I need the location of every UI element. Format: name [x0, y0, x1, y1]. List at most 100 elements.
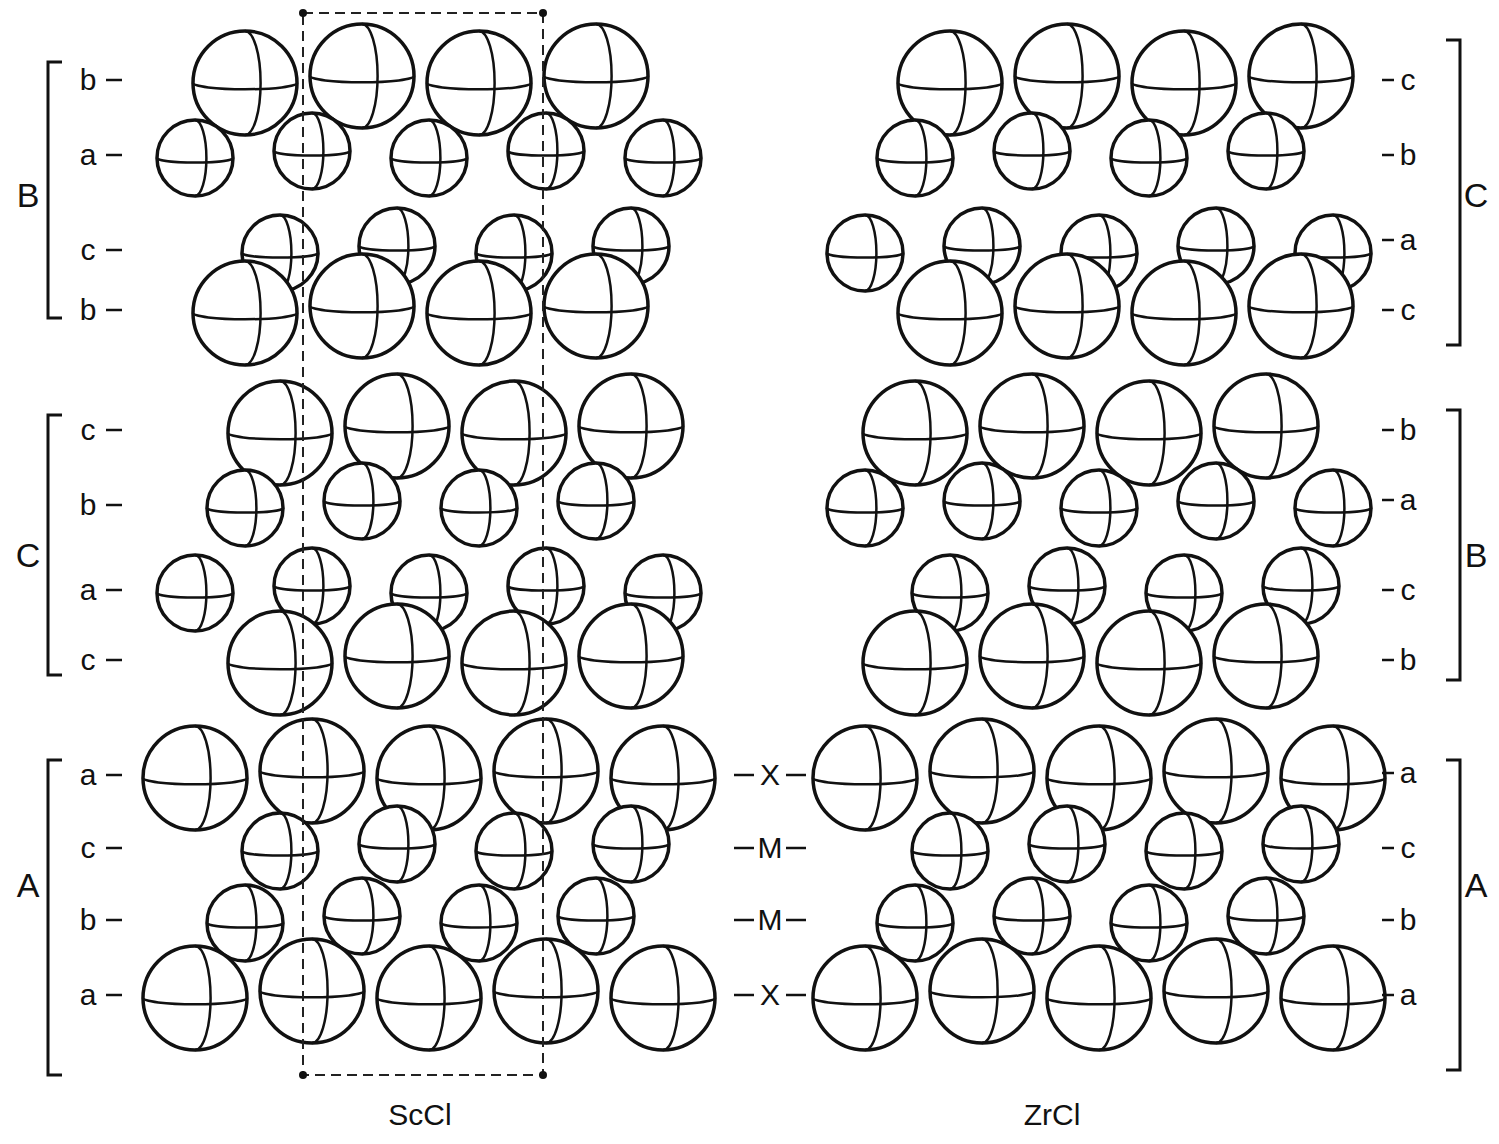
- metal-atom: [441, 885, 517, 961]
- layer-letter: c: [81, 235, 96, 265]
- block-letter: A: [17, 868, 40, 902]
- atom-equator: [1281, 998, 1385, 1004]
- atom-outline: [1228, 113, 1304, 189]
- chlorine-atom: [980, 374, 1084, 478]
- atom-outline: [274, 113, 350, 189]
- atom-outline: [877, 885, 953, 961]
- atom-equator: [813, 778, 917, 784]
- layer-letter: b: [80, 65, 97, 95]
- atom-meridian: [865, 215, 876, 291]
- atom-equator: [1047, 998, 1151, 1004]
- atom-meridian: [546, 939, 562, 1043]
- atom-equator: [494, 991, 598, 997]
- tick-dash: [786, 847, 806, 850]
- tick-dash: [1382, 154, 1394, 157]
- atom-meridian: [915, 120, 926, 196]
- atom-equator: [441, 508, 517, 513]
- tick-dash: [734, 994, 754, 997]
- atom-outline: [1132, 261, 1236, 365]
- tick-dash: [786, 919, 806, 922]
- atom-outline: [994, 878, 1070, 954]
- tick-dash: [1382, 772, 1394, 775]
- layer-letter: a: [1400, 225, 1417, 255]
- chlorine-atom: [143, 726, 247, 830]
- chlorine-atom: [863, 381, 967, 485]
- atom-equator: [625, 158, 701, 163]
- atom-meridian: [397, 806, 408, 882]
- metal-atom: [877, 120, 953, 196]
- atom-meridian: [596, 878, 607, 954]
- layer-letter: a: [80, 140, 97, 170]
- atom-outline: [324, 878, 400, 954]
- atom-equator: [625, 593, 701, 598]
- atom-meridian: [397, 374, 413, 478]
- atom-outline: [1178, 463, 1254, 539]
- layer-letter: c: [1401, 575, 1416, 605]
- atom-outline: [1249, 254, 1353, 358]
- atom-equator: [1061, 508, 1137, 513]
- atom-outline: [359, 806, 435, 882]
- metal-atom: [508, 113, 584, 189]
- layer-letter: b: [1400, 645, 1417, 675]
- chlorine-atom: [310, 254, 414, 358]
- atom-outline: [930, 719, 1034, 823]
- chlorine-atom: [345, 604, 449, 708]
- metal-atom: [207, 885, 283, 961]
- atom-equator: [274, 151, 350, 156]
- atom-outline: [827, 215, 903, 291]
- atom-meridian: [915, 885, 926, 961]
- atom-equator: [391, 593, 467, 598]
- atom-meridian: [631, 806, 642, 882]
- atom-outline: [193, 31, 297, 135]
- metal-atom: [1146, 813, 1222, 889]
- atom-equator: [359, 246, 435, 251]
- atom-equator: [1097, 433, 1201, 439]
- atom-outline: [1061, 470, 1137, 546]
- metal-atom: [877, 885, 953, 961]
- atom-meridian: [280, 813, 291, 889]
- metal-atom: [1178, 463, 1254, 539]
- chlorine-atom: [310, 24, 414, 128]
- atom-equator: [324, 916, 400, 921]
- atom-outline: [462, 611, 566, 715]
- metal-atom: [994, 878, 1070, 954]
- atom-equator: [476, 253, 552, 258]
- atom-meridian: [982, 939, 998, 1043]
- chlorine-atom: [1281, 946, 1385, 1050]
- atom-meridian: [1149, 120, 1160, 196]
- chlorine-atom: [1047, 946, 1151, 1050]
- cell-corner: [539, 1071, 547, 1079]
- atom-equator: [593, 246, 669, 251]
- tick-dash: [1382, 589, 1394, 592]
- metal-atom: [1228, 113, 1304, 189]
- atom-equator: [476, 851, 552, 856]
- atom-equator: [944, 501, 1020, 506]
- atom-equator: [1178, 246, 1254, 251]
- atom-meridian: [1301, 806, 1312, 882]
- tick-dash: [786, 994, 806, 997]
- atom-equator: [994, 916, 1070, 921]
- atom-meridian: [1184, 261, 1200, 365]
- tick-dash: [1382, 847, 1394, 850]
- atom-meridian: [631, 374, 647, 478]
- chlorine-atom: [813, 726, 917, 830]
- atom-equator: [1164, 991, 1268, 997]
- atom-equator: [1146, 851, 1222, 856]
- atom-meridian: [1216, 719, 1232, 823]
- atom-equator: [1029, 586, 1105, 591]
- chlorine-atom: [544, 24, 648, 128]
- atom-outline: [1295, 470, 1371, 546]
- atom-equator: [1263, 586, 1339, 591]
- atom-equator: [1178, 501, 1254, 506]
- atom-meridian: [663, 946, 679, 1050]
- tick-dash: [734, 919, 754, 922]
- atom-outline: [593, 806, 669, 882]
- metal-atom: [1228, 878, 1304, 954]
- atom-outline: [508, 113, 584, 189]
- chlorine-atom: [462, 611, 566, 715]
- chlorine-atom: [863, 611, 967, 715]
- atom-outline: [558, 878, 634, 954]
- tick-dash: [106, 919, 122, 922]
- tick-dash: [1382, 429, 1394, 432]
- atom-meridian: [982, 719, 998, 823]
